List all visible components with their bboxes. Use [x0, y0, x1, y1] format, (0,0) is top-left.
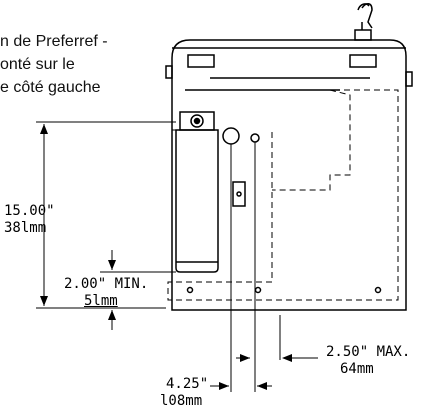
offset-label-mm: l08mm: [160, 393, 203, 409]
min-label-mm: 5lmm: [84, 293, 118, 309]
offset-label-in: 4.25": [166, 376, 209, 392]
filter-cartridge: [175, 111, 219, 273]
caption-line-1: n de Preferref -: [0, 33, 108, 50]
left-tab: [165, 65, 173, 79]
bubbler-valve: [354, 3, 373, 41]
mount-hole-3: [374, 286, 382, 294]
drain-plate: [232, 181, 246, 207]
height-label-in: 15.00": [4, 203, 55, 219]
caption-line-3: e côté gauche: [0, 79, 101, 96]
arrow-offset-right: [257, 382, 267, 390]
left-slot: [187, 54, 215, 68]
arrow-min-top: [108, 260, 116, 270]
right-slot: [349, 54, 377, 68]
drain-screw: [236, 191, 242, 197]
large-hole: [222, 127, 240, 145]
mount-hole-1: [186, 286, 194, 294]
small-hole: [250, 133, 260, 143]
arrow-height-bottom: [40, 296, 48, 306]
arrow-offset-left: [219, 382, 229, 390]
arrow-max-left: [240, 354, 250, 362]
height-label-mm: 38lmm: [4, 220, 47, 236]
arrow-min-bottom: [108, 310, 116, 320]
caption: n de Preferref - onté sur le e côté gauc…: [0, 30, 190, 99]
arrow-height-top: [40, 124, 48, 134]
cooler-body: [171, 39, 407, 311]
max-label-in: 2.50" MAX.: [326, 344, 411, 360]
min-label-in: 2.00" MIN.: [64, 276, 149, 292]
right-tab: [405, 71, 413, 87]
arrow-max-right: [282, 354, 292, 362]
caption-line-2: onté sur le: [0, 56, 75, 73]
max-label-mm: 64mm: [340, 361, 374, 377]
hidden-outline: [167, 89, 399, 301]
mount-hole-2: [254, 286, 262, 294]
